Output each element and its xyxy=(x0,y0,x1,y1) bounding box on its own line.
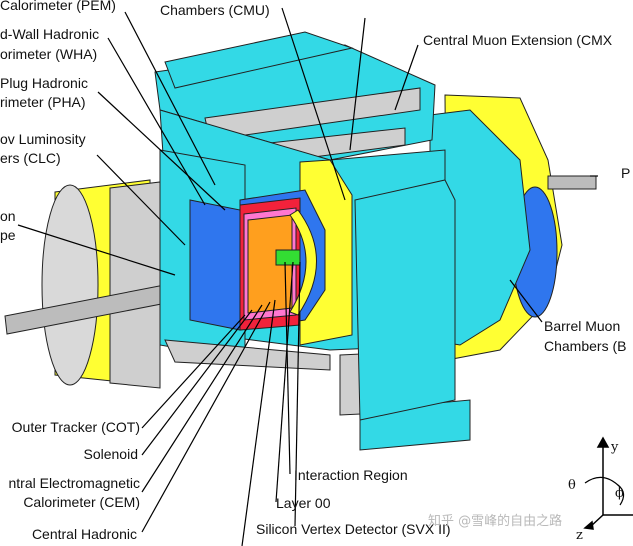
label-cmu: Chambers (CMU) xyxy=(160,2,270,18)
label-pem: Calorimeter (PEM) xyxy=(0,0,116,13)
label-cmx: Central Muon Extension (CMX xyxy=(423,32,613,48)
label-wha-line2: orimeter (WHA) xyxy=(0,46,98,62)
axis-label-y: y xyxy=(611,440,619,455)
leader-lines xyxy=(17,7,598,546)
label-clc-line2: ers (CLC) xyxy=(0,150,61,166)
central-muon-extension xyxy=(154,31,436,169)
left-endcap-shield xyxy=(41,179,161,389)
label-on-line1: on xyxy=(0,208,16,224)
label-p: P xyxy=(621,165,631,181)
label-svx: Silicon Vertex Detector (SVX II) xyxy=(256,521,451,537)
label-wha-line1: d-Wall Hadronic xyxy=(0,26,100,42)
silicon-tracker xyxy=(275,249,301,266)
label-cem-line1: ntral Electromagnetic xyxy=(8,475,140,491)
label-cem-line2: Calorimeter (CEM) xyxy=(23,494,140,510)
coordinate-axes xyxy=(583,436,633,530)
label-pha-line2: rimeter (PHA) xyxy=(0,94,86,110)
axis-label-z: z xyxy=(576,528,583,543)
axis-label-phi: ϕ xyxy=(615,486,624,501)
plug-calorimeter xyxy=(159,149,246,361)
axis-label-theta: θ xyxy=(568,478,576,493)
label-cot: Outer Tracker (COT) xyxy=(11,419,140,435)
label-bmu-line2: Chambers (B xyxy=(544,338,627,354)
label-layer00: Layer 00 xyxy=(276,495,331,511)
front-yoke-slab xyxy=(354,179,456,421)
right-beampipe xyxy=(547,175,597,190)
label-solenoid: Solenoid xyxy=(83,446,139,462)
watermark: 知乎 @雪峰的自由之路 xyxy=(428,514,563,529)
label-clc-line1: ov Luminosity xyxy=(0,131,86,147)
label-pha-line1: Plug Hadronic xyxy=(0,75,88,91)
label-bmu-line1: Barrel Muon xyxy=(544,318,621,334)
label-interaction-region: Interaction Region xyxy=(294,467,408,483)
label-on-line2: pe xyxy=(0,227,16,243)
label-cha: Central Hadronic xyxy=(31,526,137,542)
